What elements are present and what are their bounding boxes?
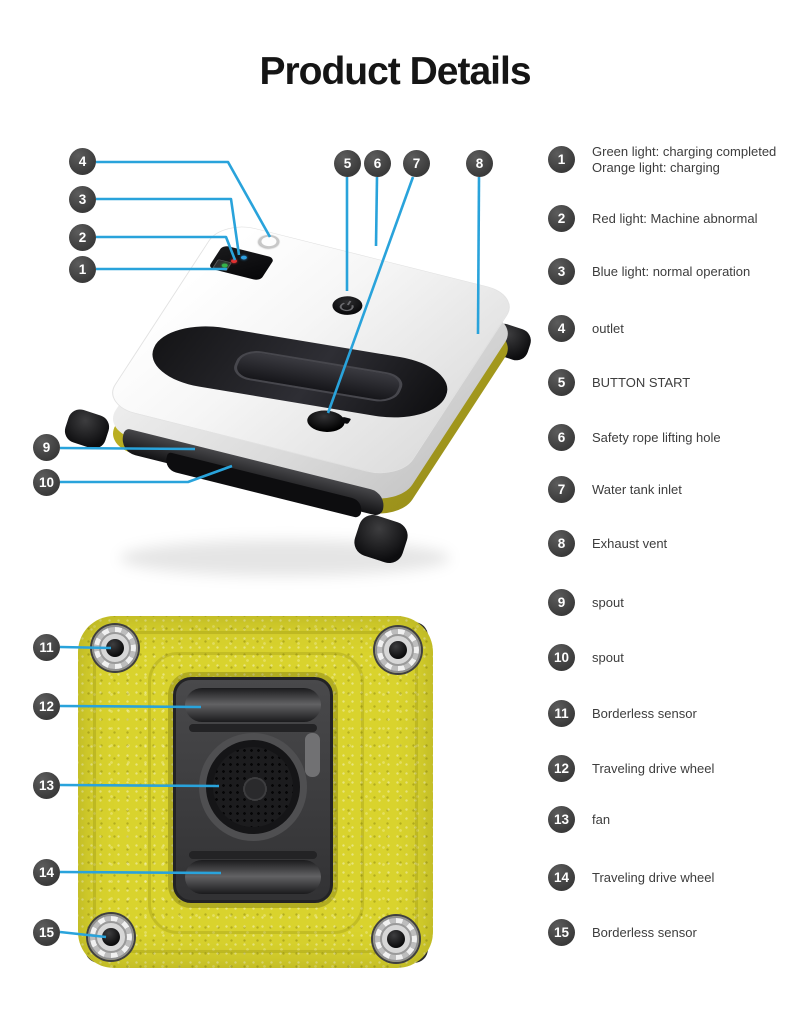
glass-window [141,318,459,426]
lock-tab [305,733,320,777]
callout-badge-3: 3 [69,186,96,213]
legend-label: fan [592,811,611,827]
legend-item-6: 6 Safety rope lifting hole [548,424,721,451]
fan [199,733,307,841]
power-icon [337,299,358,312]
legend-badge-10: 10 [548,644,575,671]
legend-label: Traveling drive wheel [592,869,715,885]
legend-item-12: 12 Traveling drive wheel [548,755,714,782]
callout-badge-9: 9 [33,434,60,461]
callout-badge-1: 1 [69,256,96,283]
legend-label: spout [592,649,624,665]
sensor-wheel-bottomleft [88,914,134,960]
led-indicator-panel [207,244,275,281]
wheel-housing-top [189,724,317,732]
power-button[interactable] [327,293,367,318]
callout-badge-7: 7 [403,150,430,177]
legend-label: Borderless sensor [592,705,697,721]
callout-badge-11: 11 [33,634,60,661]
legend-item-5: 5 BUTTON START [548,369,690,396]
handle-recess [229,348,408,405]
legend-label: Exhaust vent [592,535,668,551]
legend-label: Traveling drive wheel [592,760,715,776]
legend-badge-7: 7 [548,476,575,503]
legend-item-15: 15 Borderless sensor [548,919,697,946]
legend-item-8: 8 Exhaust vent [548,530,667,557]
callout-badge-5: 5 [334,150,361,177]
callout-badge-12: 12 [33,693,60,720]
callout-badge-10: 10 [33,469,60,496]
legend-badge-4: 4 [548,315,575,342]
legend-badge-14: 14 [548,864,575,891]
legend-badge-9: 9 [548,589,575,616]
drive-wheel-bottom [185,860,321,894]
page-title: Product Details [259,50,531,93]
callout-badge-13: 13 [33,772,60,799]
callout-badge-2: 2 [69,224,96,251]
callout-badge-6: 6 [364,150,391,177]
legend-item-13: 13 fan [548,806,610,833]
leader-line-6 [374,176,379,247]
wheel-housing-bottom [189,851,317,859]
legend-label: outlet [592,320,624,336]
legend-label: Water tank inlet [592,481,682,497]
legend-label: Borderless sensor [592,924,697,940]
pad-opening-stitching [148,652,364,934]
legend-item-10: 10 spout [548,644,624,671]
foot-left [61,406,113,452]
callout-badge-4: 4 [69,148,96,175]
legend-item-9: 9 spout [548,589,624,616]
legend-item-11: 11 Borderless sensor [548,700,697,727]
sensor-wheel-topright [375,627,421,673]
legend-badge-1: 1 [548,146,575,173]
legend-label: spout [592,594,624,610]
callout-badge-8: 8 [466,150,493,177]
fan-hub [243,777,267,801]
callout-badge-15: 15 [33,919,60,946]
legend-badge-2: 2 [548,205,575,232]
drive-wheel-top [185,688,321,722]
legend-label: BUTTON START [592,374,691,390]
legend-label: Safety rope lifting hole [592,429,721,445]
legend-badge-8: 8 [548,530,575,557]
legend-badge-5: 5 [548,369,575,396]
legend-label-line2: Orange light: charging [592,159,720,175]
legend-item-2: 2 Red light: Machine abnormal [548,205,757,232]
safety-rope-hole [255,232,283,250]
legend-item-3: 3 Blue light: normal operation [548,258,750,285]
legend-label: Red light: Machine abnormal [592,210,758,226]
pad-stitching [93,631,418,953]
blue-led-icon [239,255,248,261]
drive-panel [173,677,333,903]
legend-item-7: 7 Water tank inlet [548,476,682,503]
legend-badge-6: 6 [548,424,575,451]
legend-badge-15: 15 [548,919,575,946]
sensor-wheel-topleft [92,625,138,671]
legend-badge-11: 11 [548,700,575,727]
legend-item-4: 4 outlet [548,315,624,342]
legend-item-14: 14 Traveling drive wheel [548,864,714,891]
legend-badge-13: 13 [548,806,575,833]
sensor-wheel-bottomright [373,916,419,962]
legend-label: Green light: charging completed [592,143,777,159]
callout-badge-14: 14 [33,859,60,886]
legend-badge-3: 3 [548,258,575,285]
legend-label: Blue light: normal operation [592,263,751,279]
legend-badge-12: 12 [548,755,575,782]
water-tank-inlet [301,407,350,436]
